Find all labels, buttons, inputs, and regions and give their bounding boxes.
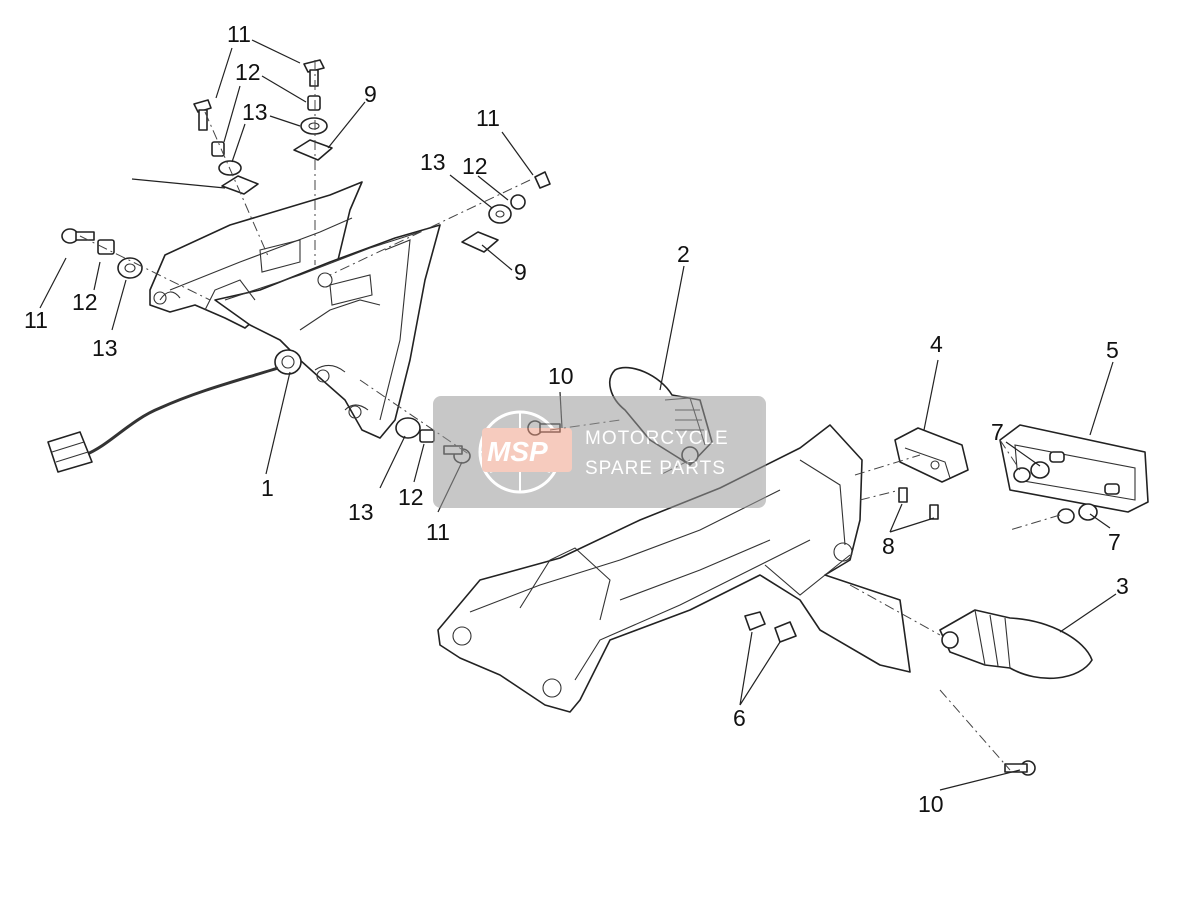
callout-label: 2	[677, 241, 690, 267]
callout-label: 6	[733, 705, 746, 731]
callout-label: 13	[242, 99, 268, 125]
callout-label: 11	[227, 21, 251, 47]
callout-label: 9	[364, 81, 377, 107]
watermark-panel	[433, 396, 766, 508]
rear-reflector	[999, 424, 1149, 513]
callout-label: 3	[1116, 573, 1129, 599]
tail-light-bracket	[149, 181, 441, 439]
watermark-logo: MSP	[487, 436, 548, 467]
callout-label: 4	[930, 331, 943, 357]
license-plate-light	[894, 427, 969, 483]
callout-label: 8	[882, 533, 895, 559]
callout-label: 12	[72, 289, 98, 315]
right-indicator	[939, 609, 1093, 680]
callout-label: 7	[1108, 529, 1121, 555]
callout-label: 12	[398, 484, 424, 510]
callout-label: 12	[235, 59, 261, 85]
callout-label: 7	[991, 419, 1004, 445]
callout-label: 11	[426, 519, 450, 545]
watermark: MSP MOTORCYCLE SPARE PARTS	[433, 396, 766, 508]
callout-label: 13	[92, 335, 118, 361]
callout-label: 11	[476, 105, 500, 131]
callout-label: 5	[1106, 337, 1119, 363]
callout-label: 10	[548, 363, 574, 389]
leader-lines	[39, 39, 1117, 791]
callout-label: 10	[918, 791, 944, 817]
watermark-line-2: SPARE PARTS	[585, 458, 726, 479]
rear-mudguard	[437, 424, 911, 713]
callout-label: 13	[420, 149, 446, 175]
wiring-harness	[47, 366, 279, 473]
callout-label: 1	[261, 475, 274, 501]
callout-label: 11	[24, 307, 48, 333]
callout-label: 12	[462, 153, 488, 179]
watermark-line-1: MOTORCYCLE	[585, 428, 729, 449]
callout-label: 9	[514, 259, 527, 285]
callout-labels: 11 12 13 9 11 12 13 11 12 13 9 2 10 1 13…	[24, 21, 1129, 817]
callout-label: 13	[348, 499, 374, 525]
watermark-logo-box	[482, 428, 572, 472]
